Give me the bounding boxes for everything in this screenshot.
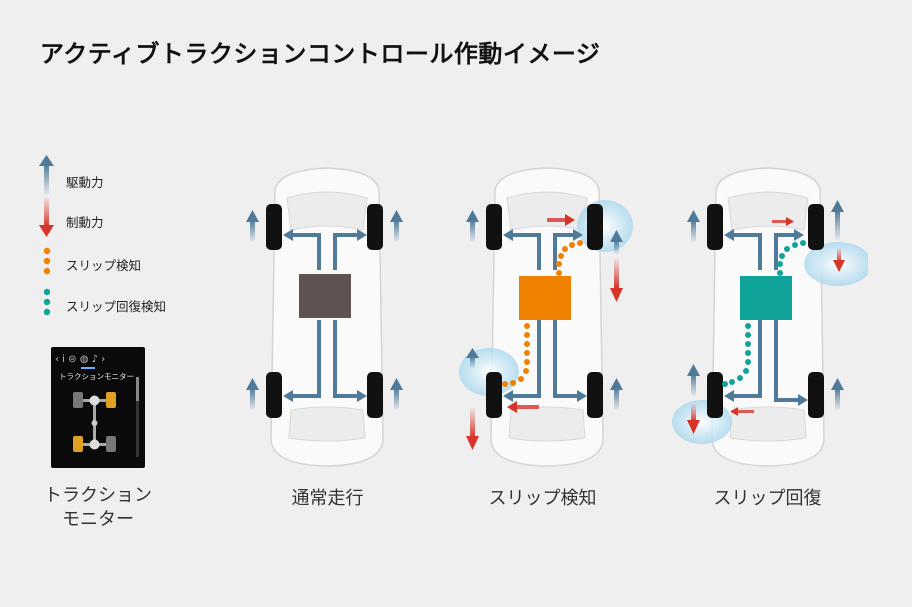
slip-detect-dots — [502, 240, 583, 387]
caption-slip-recovery: スリップ回復 — [713, 488, 822, 509]
monitor-caption-line2: モニター — [62, 509, 134, 530]
monitor-tab-underline — [81, 367, 95, 369]
legend-recover-label: スリップ回復検知 — [66, 299, 167, 314]
wheel-rear-right — [808, 372, 824, 418]
wheel-front-left — [266, 204, 282, 250]
wheel-front-left — [486, 204, 502, 250]
recover-dots-icon — [43, 288, 51, 316]
legend-drive-label: 駆動力 — [66, 175, 104, 190]
wheel-rear-right — [367, 372, 383, 418]
brake-arrows — [687, 217, 845, 434]
monitor-screen-title: トラクションモニター — [59, 372, 134, 381]
caption-normal-driving: 通常走行 — [291, 488, 364, 509]
center-coupling-slip — [519, 276, 571, 320]
legend-brake-label: 制動力 — [66, 215, 104, 230]
legend-brake: 制動力 — [38, 195, 198, 237]
monitor-caption-line1: トラクション — [44, 485, 152, 506]
wheel-rear-left — [486, 372, 502, 418]
center-coupling-recovery — [740, 276, 792, 320]
drive-arrows — [687, 200, 844, 410]
slip-dots-icon — [43, 247, 51, 275]
slip-detection-diagram — [459, 167, 633, 467]
monitor-scrollbar — [136, 377, 139, 457]
drive-arrows — [246, 210, 403, 410]
legend-slip-label: スリップ検知 — [66, 258, 142, 273]
wheel-rear-left — [266, 372, 282, 418]
panel-slip-recovery — [668, 160, 868, 470]
brake-arrow-icon — [39, 197, 54, 237]
caption-slip-detection: スリップ検知 — [488, 488, 597, 509]
torque-distribution-arrows — [734, 233, 798, 402]
wheel-front-right — [367, 204, 383, 250]
wheel-front-left — [707, 204, 723, 250]
panel-slip-detection — [447, 160, 647, 470]
monitor-tab-icons: ‹ i ⊜ ◍ ♪ › — [55, 353, 106, 365]
ice-patch-front-right — [577, 200, 633, 252]
wheel-rear-left — [707, 372, 723, 418]
center-coupling-normal — [299, 274, 351, 318]
wheel-front-right — [587, 204, 603, 250]
monitor-caption: トラクション モニター — [30, 484, 166, 532]
drive-arrow-icon — [39, 155, 54, 195]
slip-recovery-diagram — [672, 167, 868, 467]
wheel-front-right — [808, 204, 824, 250]
brake-arrows — [466, 214, 623, 450]
drive-arrows — [466, 210, 623, 410]
torque-distribution-arrows — [513, 233, 577, 398]
legend-recover: スリップ回復検知 — [38, 288, 198, 328]
slip-recovery-dots — [722, 240, 806, 387]
legend-drive: 駆動力 — [38, 155, 198, 195]
panel-normal-driving — [227, 160, 427, 470]
legend-slip: スリップ検知 — [38, 247, 198, 287]
torque-distribution-arrows — [293, 233, 357, 398]
traction-monitor-screen: ‹ i ⊜ ◍ ♪ › トラクションモニター — [51, 347, 145, 468]
normal-driving-diagram — [246, 167, 403, 467]
wheel-rear-right — [587, 372, 603, 418]
page-title: アクティブトラクションコントロール作動イメージ — [40, 40, 601, 68]
monitor-drivetrain-icon — [73, 392, 116, 452]
